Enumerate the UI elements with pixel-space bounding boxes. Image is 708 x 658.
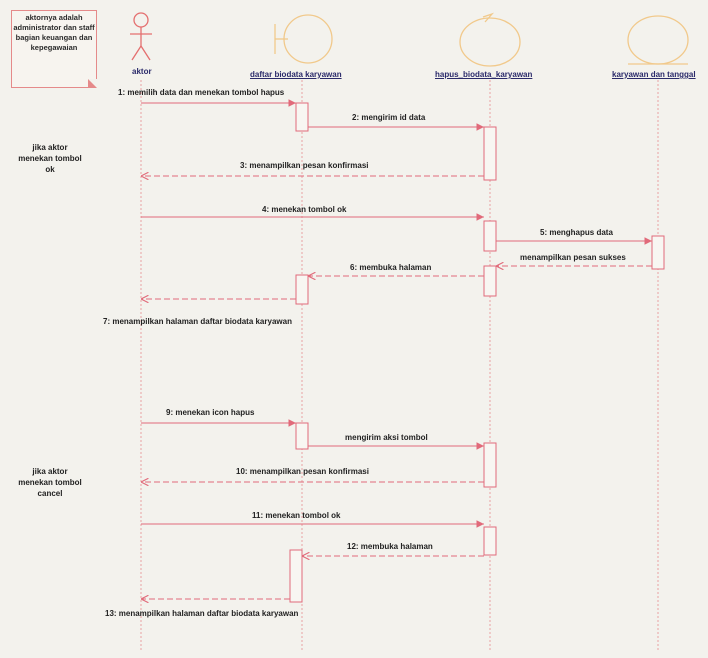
message-1: 1: memilih data dan menekan tombol hapus [118, 88, 285, 97]
note-box: aktornya adalah administrator dan staff … [11, 10, 97, 88]
message-sukses: menampilkan pesan sukses [520, 253, 626, 262]
note-text: aktornya adalah administrator dan staff … [13, 13, 95, 52]
message-5: 5: menghapus data [540, 228, 613, 237]
lifeline-label-aktor: aktor [132, 67, 152, 76]
lifeline-label-hapus: hapus_biodata_karyawan [435, 70, 533, 79]
guard-cancel: jika aktor menekan tombol cancel [18, 467, 82, 498]
control-icon [459, 12, 521, 67]
message-arrows [141, 99, 652, 599]
message-3: 3: menampilkan pesan konfirmasi [240, 161, 369, 170]
message-aksi: mengirim aksi tombol [345, 433, 428, 442]
boundary-icon [274, 14, 333, 64]
note-fold [88, 79, 97, 88]
message-7: 7: menampilkan halaman daftar biodata ka… [103, 317, 292, 326]
message-10: 10: menampilkan pesan konfirmasi [236, 467, 369, 476]
message-6: 6: membuka halaman [350, 263, 432, 272]
message-2: 2: mengirim id data [352, 113, 426, 122]
message-4: 4: menekan tombol ok [262, 205, 347, 214]
message-11: 11: menekan tombol ok [252, 511, 341, 520]
activations [289, 102, 665, 603]
message-9: 9: menekan icon hapus [166, 408, 255, 417]
actor-icon [130, 12, 152, 61]
message-13: 13: menampilkan halaman daftar biodata k… [105, 609, 299, 618]
lifeline-label-daftar: daftar biodata karyawan [250, 70, 342, 79]
message-12: 12: membuka halaman [347, 542, 433, 551]
entity-icon [627, 15, 689, 65]
guard-ok: jika aktor menekan tombol ok [18, 143, 82, 174]
lifeline-label-karyawan: karyawan dan tanggal [612, 70, 696, 79]
